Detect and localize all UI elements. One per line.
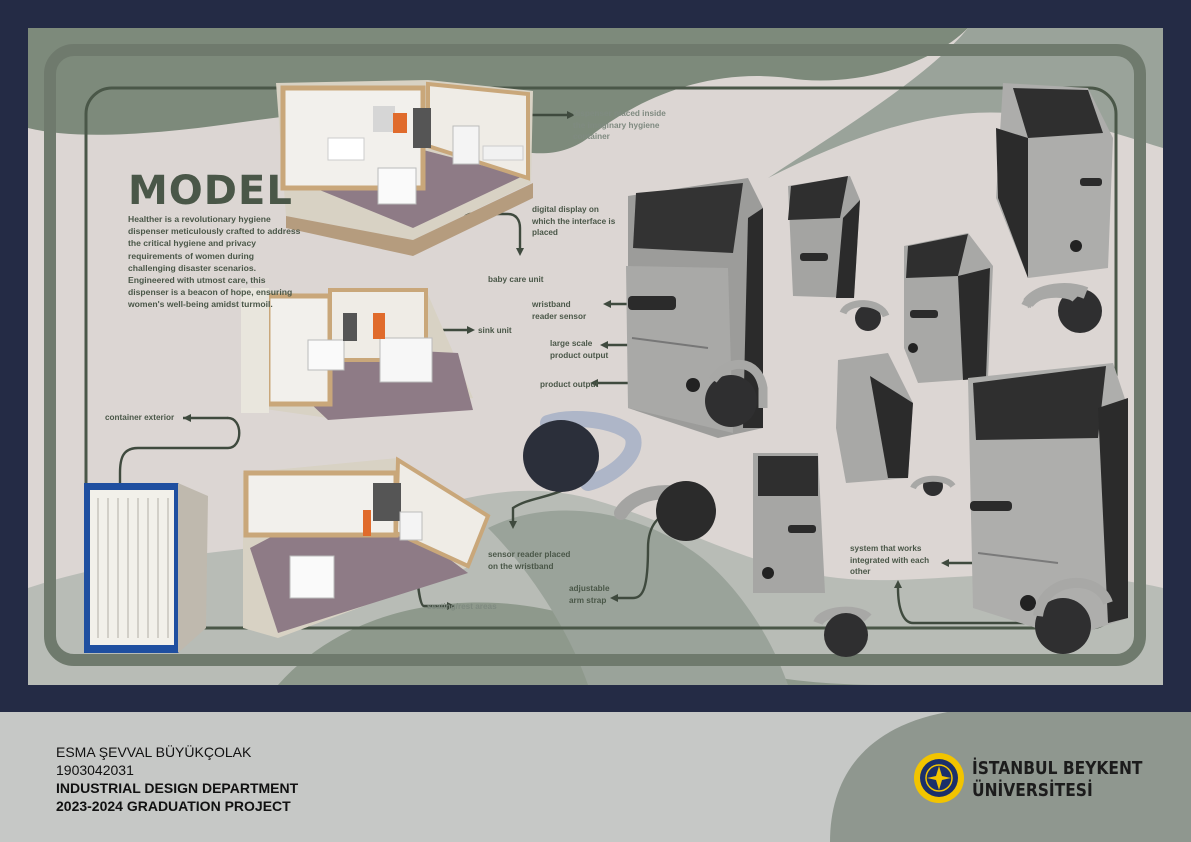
dispenser-small-2 bbox=[904, 233, 993, 383]
footer-band bbox=[0, 712, 1191, 842]
label-product-output: product output bbox=[540, 380, 599, 389]
wristband-upper-right bbox=[1023, 283, 1089, 308]
project-title: 2023-2024 GRADUATION PROJECT bbox=[56, 798, 291, 814]
room-model-top bbox=[276, 80, 533, 256]
university-name-line2: ÜNİVERSİTESİ bbox=[972, 780, 1093, 801]
wristband-large bbox=[523, 410, 642, 492]
university-name-line1: İSTANBUL BEYKENT bbox=[972, 758, 1143, 779]
dispenser-small-1 bbox=[788, 176, 890, 331]
footer-shapes bbox=[0, 712, 1191, 842]
student-name: ESMA ŞEVVAL BÜYÜKÇOLAK bbox=[56, 744, 252, 760]
poster-board: MODEL Healther is a revolutionary hygien… bbox=[28, 28, 1163, 685]
room-model-middle bbox=[240, 288, 473, 420]
model-description: Healther is a revolutionary hygiene disp… bbox=[128, 214, 301, 310]
room-model-bottom bbox=[243, 456, 491, 638]
wristband-mid bbox=[614, 481, 716, 541]
container-exterior-model bbox=[84, 483, 208, 653]
university-logo-icon bbox=[913, 752, 965, 804]
dispenser-bottom-right bbox=[968, 363, 1128, 654]
label-seating-rest: seating/rest areas bbox=[427, 602, 497, 611]
main-dispenser-model bbox=[626, 178, 768, 438]
background-shapes bbox=[28, 28, 1163, 685]
dispenser-top-right bbox=[996, 83, 1113, 333]
wristband-bottom bbox=[813, 606, 872, 657]
page-title: MODEL bbox=[128, 168, 293, 214]
label-sink-unit: sink unit bbox=[478, 326, 512, 335]
label-container-exterior: container exterior bbox=[105, 413, 175, 422]
label-baby-care-unit: baby care unit bbox=[488, 275, 544, 284]
department: INDUSTRIAL DESIGN DEPARTMENT bbox=[56, 780, 299, 796]
dispenser-small-4 bbox=[753, 453, 825, 593]
dispenser-small-3 bbox=[836, 353, 956, 496]
student-id: 1903042031 bbox=[56, 762, 134, 778]
